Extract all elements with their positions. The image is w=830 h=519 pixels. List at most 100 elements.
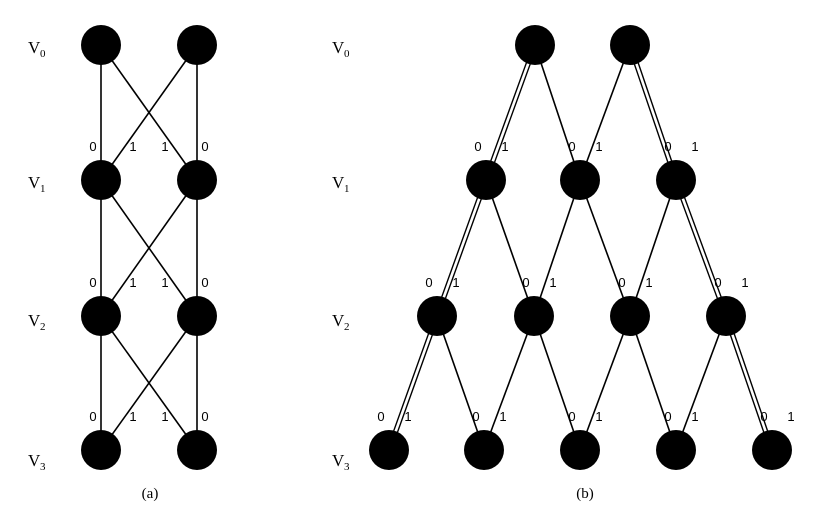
bit-label-1: 1 [691,139,698,154]
edge-b-1 [485,179,535,317]
level-label-subscript: 0 [344,48,350,60]
node-b-v3-3 [656,430,696,470]
caption-a: (a) [142,486,159,502]
edge-b-outer-0-double [386,315,440,451]
bit-label-0: 0 [474,139,481,154]
bit-label-0: 0 [425,275,432,290]
double-edge-stroke [673,180,725,317]
diagram-a-edges [100,44,198,451]
diagram-b-nodes [369,25,792,470]
level-label-base: V [332,173,345,192]
level-label-subscript: 0 [40,48,46,60]
double-edge-stroke [727,315,775,450]
bit-label-0: 0 [377,409,384,424]
bit-label-0: 0 [89,409,96,424]
bit-label-0: 0 [201,409,208,424]
caption-b: (b) [576,486,594,502]
double-edge-stroke [627,45,675,181]
bit-label-1: 1 [161,275,168,290]
bit-label-1: 1 [129,139,136,154]
double-edge-stroke [386,315,436,450]
bit-label-1: 1 [787,409,794,424]
node-a-v3-0 [81,430,121,470]
level-label-subscript: 3 [344,461,350,473]
node-a-v2-0 [81,296,121,336]
bit-label-1: 1 [741,275,748,290]
diagram-b-edges [386,44,775,451]
node-b-v3-4 [752,430,792,470]
node-b-v0-1 [610,25,650,65]
bit-label-0: 0 [522,275,529,290]
diagram-a-nodes [81,25,217,470]
bit-label-0: 0 [472,409,479,424]
level-label-a-v1: V 1 [28,173,46,195]
edge-a-cross-down-left [100,44,198,181]
bit-label-0: 0 [618,275,625,290]
level-label-subscript: 2 [40,321,46,333]
bit-label-1: 1 [404,409,411,424]
double-edge-stroke [487,45,538,181]
level-label-base: V [28,451,41,470]
double-edge-stroke [390,316,440,451]
node-b-v1-2 [656,160,696,200]
node-a-v1-0 [81,160,121,200]
node-b-v2-2 [610,296,650,336]
bit-label-0: 0 [89,139,96,154]
double-edge-stroke [483,44,534,180]
bit-label-0: 0 [568,139,575,154]
level-label-subscript: 1 [344,183,350,195]
bit-label-1: 1 [161,139,168,154]
edge-b-1 [579,179,631,317]
bit-label-1: 1 [161,409,168,424]
edge-b-outer-1-double [723,315,775,451]
double-edge-stroke [434,179,485,316]
double-edge-stroke [631,44,679,180]
level-label-base: V [332,311,345,330]
node-b-v0-0 [515,25,555,65]
edge-b-0 [629,179,677,317]
edge-b-0 [533,179,581,317]
edge-b-outer-0-double [483,44,538,181]
double-edge-stroke [677,179,729,316]
level-label-b-v3: V 3 [332,451,350,473]
node-a-v2-1 [177,296,217,336]
bit-label-0: 0 [201,275,208,290]
edge-b-outer-1-double [627,44,679,181]
edge-b-1 [436,315,485,451]
edge-b-0 [483,315,535,451]
level-label-b-v0: V 0 [332,38,350,60]
level-label-subscript: 2 [344,321,350,333]
double-edge-stroke [438,180,489,317]
level-label-base: V [28,173,41,192]
node-b-v3-1 [464,430,504,470]
bit-label-0: 0 [201,139,208,154]
bit-label-0: 0 [714,275,721,290]
level-label-base: V [332,451,345,470]
bit-label-0: 0 [664,139,671,154]
bit-label-1: 1 [549,275,556,290]
bit-label-1: 1 [691,409,698,424]
bit-label-0: 0 [664,409,671,424]
node-a-v1-1 [177,160,217,200]
bit-label-1: 1 [499,409,506,424]
bit-label-1: 1 [129,409,136,424]
edge-b-1 [629,315,677,451]
level-label-subscript: 1 [40,183,46,195]
node-b-v1-0 [466,160,506,200]
level-label-base: V [28,38,41,57]
bit-label-1: 1 [501,139,508,154]
edge-b-1 [534,44,581,181]
node-b-v3-2 [560,430,600,470]
double-edge-stroke [723,316,771,451]
level-label-subscript: 3 [40,461,46,473]
level-label-b-v1: V 1 [332,173,350,195]
node-b-v1-1 [560,160,600,200]
node-a-v0-0 [81,25,121,65]
node-b-v2-0 [417,296,457,336]
edge-b-0 [675,315,727,451]
bit-label-1: 1 [129,275,136,290]
node-b-v2-1 [514,296,554,336]
